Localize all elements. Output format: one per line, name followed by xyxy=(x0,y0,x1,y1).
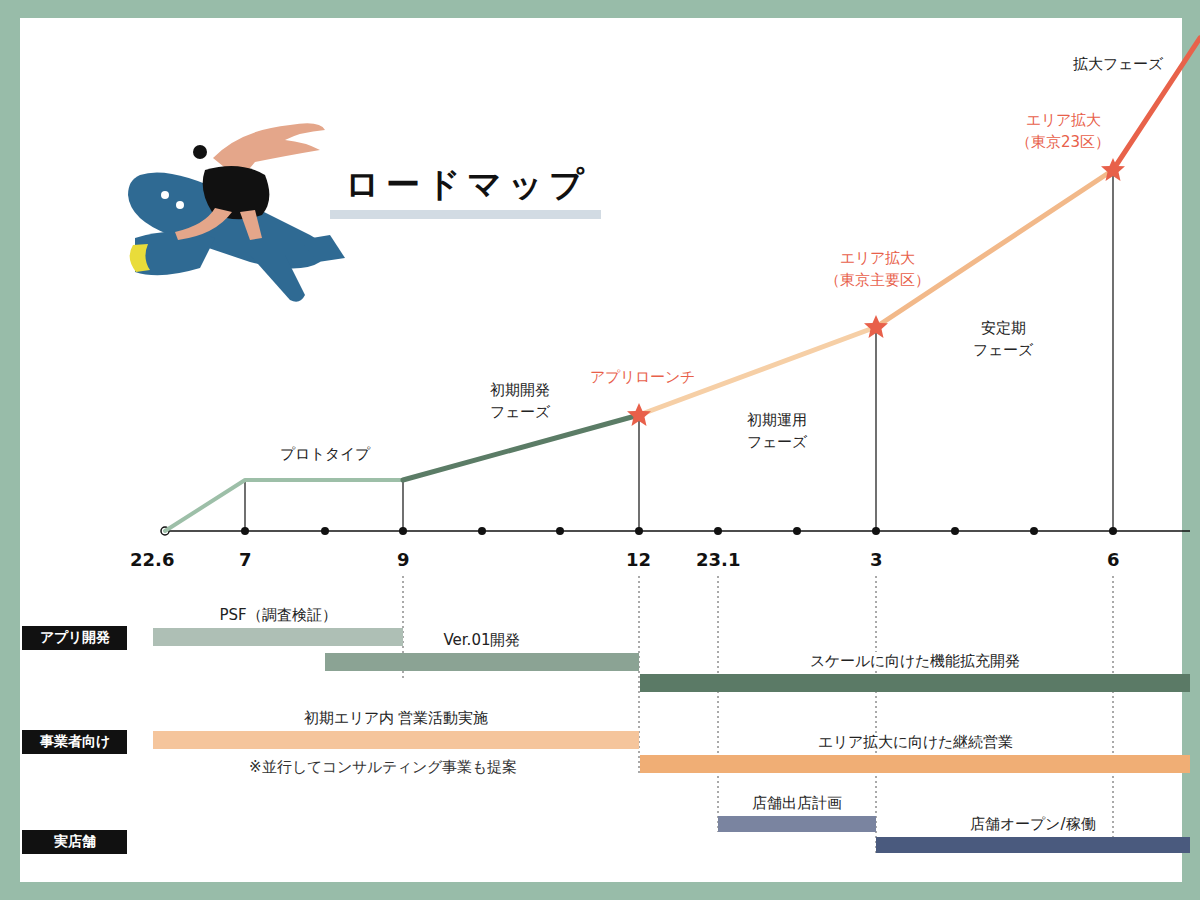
gantt-bar: スケールに向けた機能拡充開発 xyxy=(640,651,1190,692)
bar-caption: 初期エリア内 営業活動実施 xyxy=(301,709,492,727)
bar-caption-row: 店舗オープン/稼働 xyxy=(876,814,1190,834)
bar-fill xyxy=(640,755,1190,773)
bar-caption: PSF（調査検証） xyxy=(216,606,339,624)
row-header: アプリ開発 xyxy=(22,626,127,650)
gantt-bar: Ver.01開発 xyxy=(325,630,639,671)
bar-caption: スケールに向けた機能拡充開発 xyxy=(807,652,1023,670)
title-underline xyxy=(330,210,601,219)
gantt-bar: エリア拡大に向けた継続営業 xyxy=(640,732,1190,773)
row-header-text: 事業者向け xyxy=(40,733,110,751)
bar-fill xyxy=(153,731,639,749)
bar-caption-row: スケールに向けた機能拡充開発 xyxy=(640,651,1190,671)
bar-caption-row: 店舗出店計画 xyxy=(718,793,876,813)
phase-label: 初期開発 フェーズ xyxy=(490,380,550,424)
bar-caption: エリア拡大に向けた継続営業 xyxy=(815,733,1016,751)
gantt-bar: 店舗オープン/稼働 xyxy=(876,814,1190,853)
axis-tick: 12 xyxy=(626,547,651,573)
axis-tick: 9 xyxy=(397,547,410,573)
bar-caption: 店舗出店計画 xyxy=(749,794,845,812)
phase-label: 拡大フェーズ xyxy=(1073,54,1163,76)
bar-caption: 店舗オープン/稼働 xyxy=(967,815,1098,833)
phase-label: 初期運用 フェーズ xyxy=(747,410,807,454)
panel xyxy=(20,18,1182,882)
milestone-verticals xyxy=(245,170,1113,531)
guide-lines xyxy=(403,576,1113,855)
bar-caption-row: Ver.01開発 xyxy=(325,630,639,650)
axis-dots xyxy=(241,527,1117,535)
title: ロードマップ xyxy=(345,160,590,209)
rabbit-plane-illustration xyxy=(128,123,345,301)
bar-fill xyxy=(153,628,403,646)
bar-caption-row: 初期エリア内 営業活動実施 xyxy=(153,708,639,728)
row-header-text: 実店舗 xyxy=(54,833,96,851)
bar-caption: Ver.01開発 xyxy=(441,631,524,649)
note: ※並行してコンサルティング事業も提案 xyxy=(249,757,517,779)
bar-fill xyxy=(325,653,639,671)
bar-caption-row: PSF（調査検証） xyxy=(153,605,403,625)
bar-caption-row: エリア拡大に向けた継続営業 xyxy=(640,732,1190,752)
bar-fill xyxy=(876,837,1190,853)
milestone-label: エリア拡大 （東京23区） xyxy=(1016,110,1110,154)
axis-tick: 3 xyxy=(870,547,883,573)
axis-tick: 7 xyxy=(239,547,252,573)
gantt-bar: 店舗出店計画 xyxy=(718,793,876,832)
bar-fill xyxy=(718,816,876,832)
bar-fill xyxy=(640,674,1190,692)
axis-tick: 22.6 xyxy=(130,547,174,573)
axis-tick: 6 xyxy=(1107,547,1120,573)
milestone-label: アプリローンチ xyxy=(590,367,695,389)
row-header: 実店舗 xyxy=(22,830,127,854)
milestone-stars xyxy=(627,158,1125,426)
gantt-bar: 初期エリア内 営業活動実施 xyxy=(153,708,639,749)
phase-label: プロトタイプ xyxy=(280,444,370,466)
axis-tick: 23.1 xyxy=(696,547,740,573)
milestone-label: エリア拡大 （東京主要区） xyxy=(825,248,930,292)
row-header: 事業者向け xyxy=(22,730,127,754)
growth-line xyxy=(165,38,1200,531)
phase-label: 安定期 フェーズ xyxy=(973,318,1033,362)
row-header-text: アプリ開発 xyxy=(40,629,110,647)
gantt-bar: PSF（調査検証） xyxy=(153,605,403,646)
